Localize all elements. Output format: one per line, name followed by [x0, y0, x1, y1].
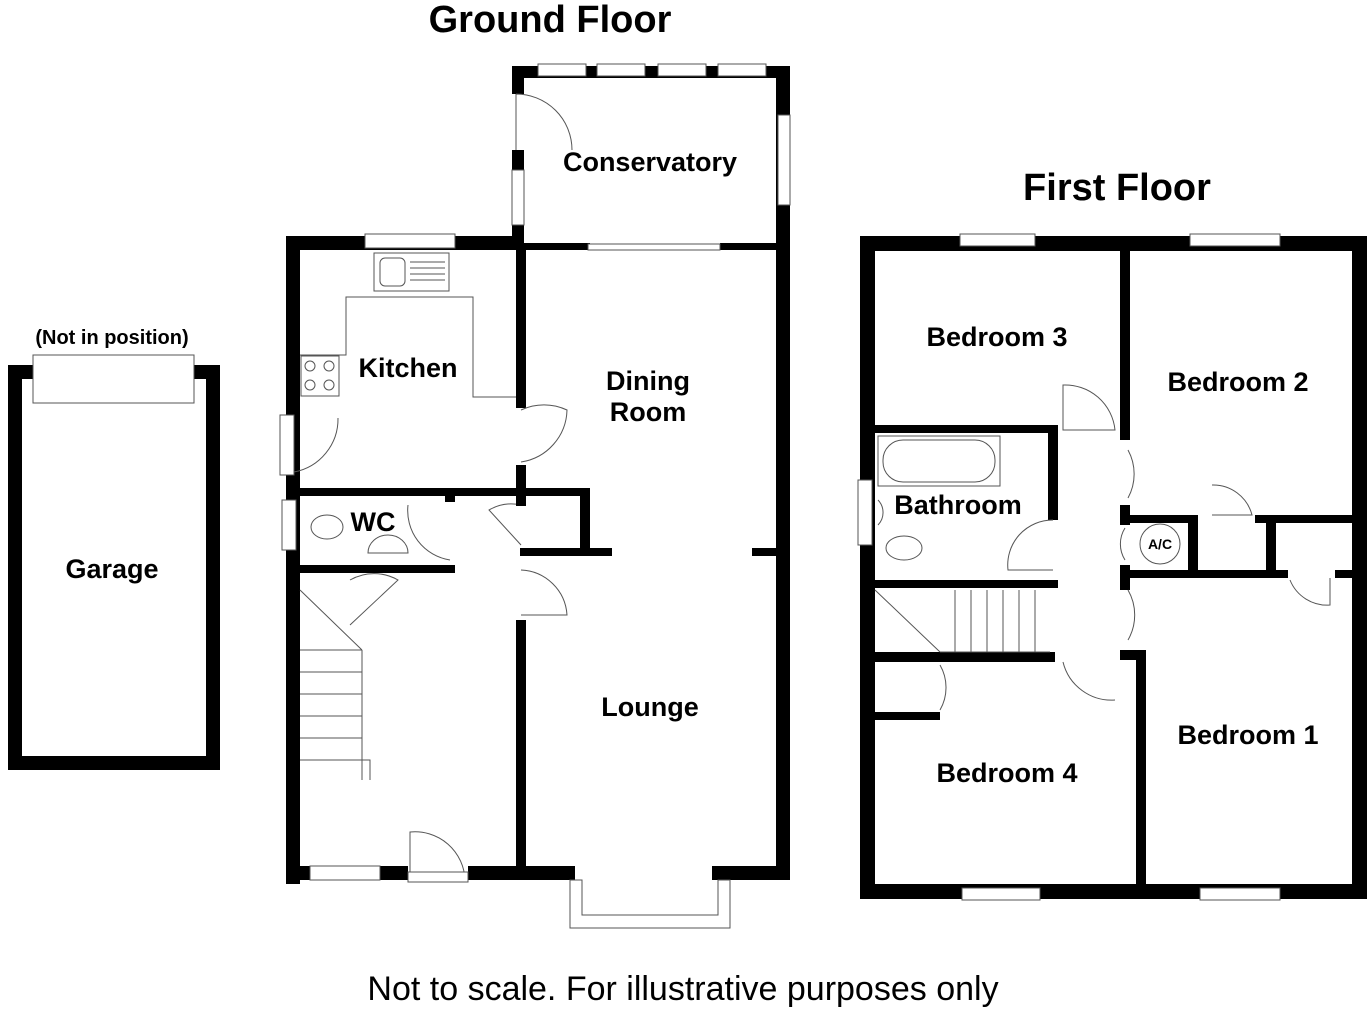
room-lounge: Lounge — [601, 692, 698, 722]
disclaimer-footer: Not to scale. For illustrative purposes … — [367, 970, 998, 1008]
first-floor-walls — [857, 233, 1367, 901]
room-bedroom-2: Bedroom 2 — [1167, 367, 1308, 397]
airing-cupboard-label: A/C — [1148, 536, 1172, 552]
room-bedroom-1: Bedroom 1 — [1177, 720, 1318, 750]
room-dining-line2: Room — [610, 397, 687, 427]
room-bedroom-4: Bedroom 4 — [936, 758, 1077, 788]
ground-floor-walls — [279, 63, 791, 929]
room-dining-line1: Dining — [606, 366, 690, 396]
ground-floor-title: Ground Floor — [429, 0, 672, 41]
garage-door — [32, 354, 195, 404]
room-wc: WC — [351, 507, 396, 537]
first-floor-title: First Floor — [1023, 167, 1211, 209]
room-bedroom-3: Bedroom 3 — [926, 322, 1067, 352]
garage-label: Garage — [65, 554, 158, 584]
garage-plan: (Not in position) Garage — [8, 327, 220, 770]
room-kitchen: Kitchen — [358, 353, 457, 383]
room-conservatory: Conservatory — [563, 147, 737, 177]
room-bathroom: Bathroom — [894, 490, 1022, 520]
garage-note: (Not in position) — [35, 327, 188, 349]
